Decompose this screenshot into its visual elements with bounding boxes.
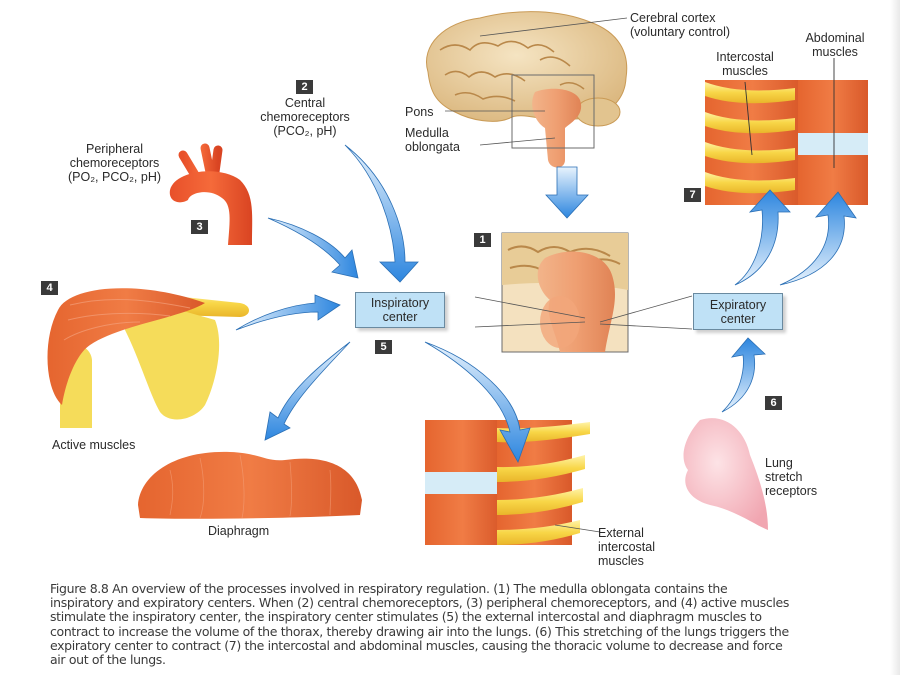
label-line: muscles — [722, 64, 768, 78]
arrow-brain-to-medulla — [545, 166, 589, 219]
label-line: (PO₂, PCO₂, pH) — [67, 170, 162, 184]
label-line: muscles — [812, 45, 858, 59]
caption-line: inspiratory and expiratory centers. When… — [50, 595, 789, 611]
label-abdominal-muscles: Abdominal muscles — [795, 31, 875, 59]
label-line: Medulla — [405, 126, 449, 140]
label-line: Intercostal — [716, 50, 774, 64]
medulla-closeup — [501, 232, 629, 353]
arrow-lung-to-exp — [721, 337, 766, 413]
arrow-insp-to-diaphragm — [264, 341, 351, 441]
leader-medulla — [479, 137, 556, 146]
center-label-line: center — [382, 310, 418, 324]
arrow-central-chemo-to-insp — [344, 144, 419, 283]
inspiratory-center-box: Inspiratory center — [355, 292, 445, 328]
arrow-active-muscles-to-insp — [235, 294, 341, 331]
arrow-peripheral-chemo-to-insp — [267, 217, 359, 279]
label-external-intercostal-muscles: External intercostal muscles — [598, 526, 655, 568]
label-line: Central — [284, 96, 326, 110]
label-line: oblongata — [405, 140, 460, 154]
lung-illustration — [683, 418, 768, 530]
caption-line: stimulate the inspiratory center, the in… — [50, 609, 762, 625]
label-diaphragm: Diaphragm — [208, 524, 270, 538]
leader-exp-1 — [599, 295, 693, 323]
label-pons: Pons — [405, 105, 434, 119]
leader-external-intercostal — [554, 524, 601, 533]
step-badge-2: 2 — [296, 80, 313, 94]
leader-exp-2 — [599, 323, 693, 330]
intercostal-abdominal-illustration — [705, 80, 868, 205]
label-active-muscles: Active muscles — [52, 438, 136, 452]
leader-cerebral-cortex — [479, 17, 628, 37]
label-line: Abdominal — [805, 31, 865, 45]
caption-line: contract to increase the volume of the t… — [50, 623, 789, 639]
center-label-line: Expiratory — [709, 297, 767, 312]
step-badge-6: 6 — [765, 396, 782, 410]
leader-insp-2 — [474, 321, 586, 328]
arrow-exp-to-intercostal — [734, 189, 791, 286]
label-line: (voluntary control) — [630, 25, 731, 39]
step-badge-1: 1 — [474, 233, 491, 247]
label-medulla-oblongata: Medulla oblongata — [405, 126, 460, 154]
label-line: Cerebral cortex — [630, 11, 716, 25]
label-peripheral-chemoreceptors: Peripheral chemoreceptors (PO₂, PCO₂, pH… — [52, 142, 177, 184]
label-lung-stretch-receptors: Lung stretch receptors — [765, 456, 817, 498]
shoulder-muscle-illustration — [47, 288, 249, 428]
label-line: chemoreceptors — [260, 110, 350, 124]
label-line: External — [598, 526, 644, 540]
label-line: chemoreceptors — [69, 156, 160, 170]
label-line: (PCO₂, pH) — [273, 124, 337, 138]
page-edge-shadow — [890, 0, 900, 675]
diaphragm-illustration — [138, 451, 362, 519]
label-line: Peripheral — [86, 142, 143, 156]
step-badge-7: 7 — [684, 188, 701, 202]
leader-intercostal — [744, 81, 753, 156]
step-badge-3: 3 — [191, 220, 208, 234]
caption-line: expiratory center to contract (7) the in… — [50, 637, 783, 653]
label-line: stretch — [765, 470, 803, 484]
label-line: receptors — [765, 484, 818, 498]
aorta-illustration — [169, 143, 253, 245]
label-central-chemoreceptors: Central chemoreceptors (PCO₂, pH) — [250, 96, 360, 138]
center-label-line: Inspiratory — [370, 296, 430, 310]
arrow-exp-to-abdominal — [779, 191, 857, 286]
figure-caption: Figure 8.8 An overview of the processes … — [50, 581, 890, 668]
label-intercostal-muscles: Intercostal muscles — [705, 50, 785, 78]
center-label-line: center — [720, 311, 756, 326]
arrow-insp-to-external-intercostal — [424, 341, 531, 463]
caption-line: Figure 8.8 An overview of the processes … — [50, 581, 728, 596]
label-line: intercostal — [598, 540, 655, 554]
step-badge-5: 5 — [375, 340, 392, 354]
label-line: muscles — [598, 554, 644, 568]
label-line: Lung — [765, 456, 793, 470]
step-badge-4: 4 — [41, 281, 58, 295]
brain-illustration — [426, 11, 628, 168]
label-cerebral-cortex: Cerebral cortex (voluntary control) — [630, 11, 730, 39]
expiratory-center-box: Expiratory center — [693, 293, 783, 330]
caption-line: air out of the lungs. — [50, 652, 166, 668]
leader-insp-1 — [474, 296, 586, 319]
